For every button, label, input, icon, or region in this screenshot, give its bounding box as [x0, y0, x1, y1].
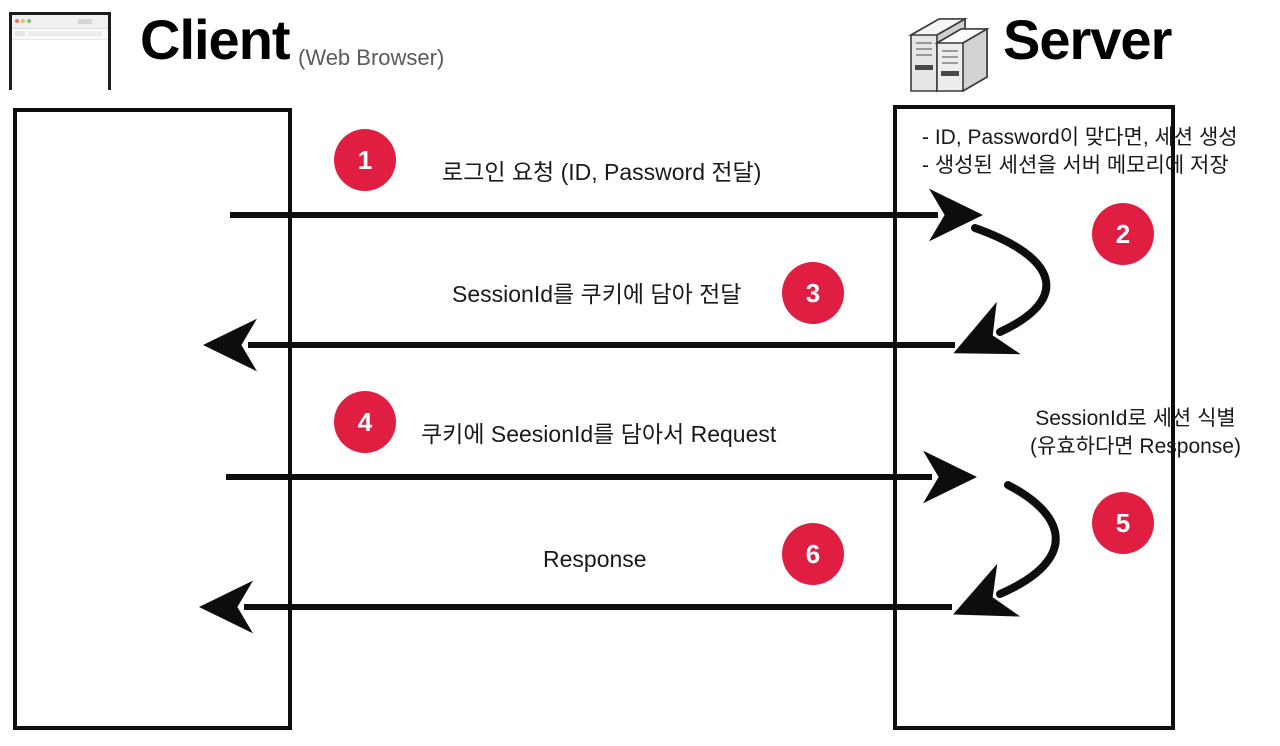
server-note-1: - ID, Password이 맞다면, 세션 생성 - 생성된 세션을 서버 … [922, 124, 1238, 181]
step-badge-2[interactable]: 2 [1092, 203, 1154, 265]
server-note-1-line-2: - 생성된 세션을 서버 메모리에 저장 [922, 154, 1229, 178]
message-label-step-3: SessionId를 쿠키에 담아 전달 [452, 281, 742, 307]
client-lifeline-box [13, 108, 292, 730]
server-note-2-line-2: (유효하다면 Response) [1030, 435, 1241, 459]
server-note-1-line-1: - ID, Password이 맞다면, 세션 생성 [922, 126, 1238, 149]
message-label-step-1: 로그인 요청 (ID, Password 전달) [442, 159, 762, 185]
browser-toolbar [12, 29, 108, 40]
browser-tab-stub [78, 19, 92, 24]
step-badge-4[interactable]: 4 [334, 391, 396, 453]
browser-address-bar [28, 31, 102, 36]
step-badge-1[interactable]: 1 [334, 129, 396, 191]
browser-titlebar [12, 15, 108, 29]
client-actor-title: Client [140, 8, 291, 71]
browser-window-icon [9, 12, 111, 112]
server-note-2: SessionId로 세션 식별 (유효하다면 Response) [1030, 405, 1241, 462]
traffic-light-dots-icon [15, 19, 31, 23]
client-actor-subtitle: (Web Browser) [298, 45, 445, 70]
server-lifeline-box [893, 105, 1175, 730]
message-label-step-6: Response [543, 546, 647, 572]
server-actor-title: Server [1003, 8, 1172, 71]
message-label-step-4: 쿠키에 SeesionId를 담아서 Request [421, 421, 777, 447]
step-badge-5[interactable]: 5 [1092, 492, 1154, 554]
browser-viewport [12, 40, 108, 112]
step-badge-6[interactable]: 6 [782, 523, 844, 585]
step-badge-3[interactable]: 3 [782, 262, 844, 324]
server-note-2-line-1: SessionId로 세션 식별 [1035, 407, 1236, 430]
browser-nav-buttons-icon [15, 31, 25, 36]
server-rack-icon [907, 17, 990, 93]
